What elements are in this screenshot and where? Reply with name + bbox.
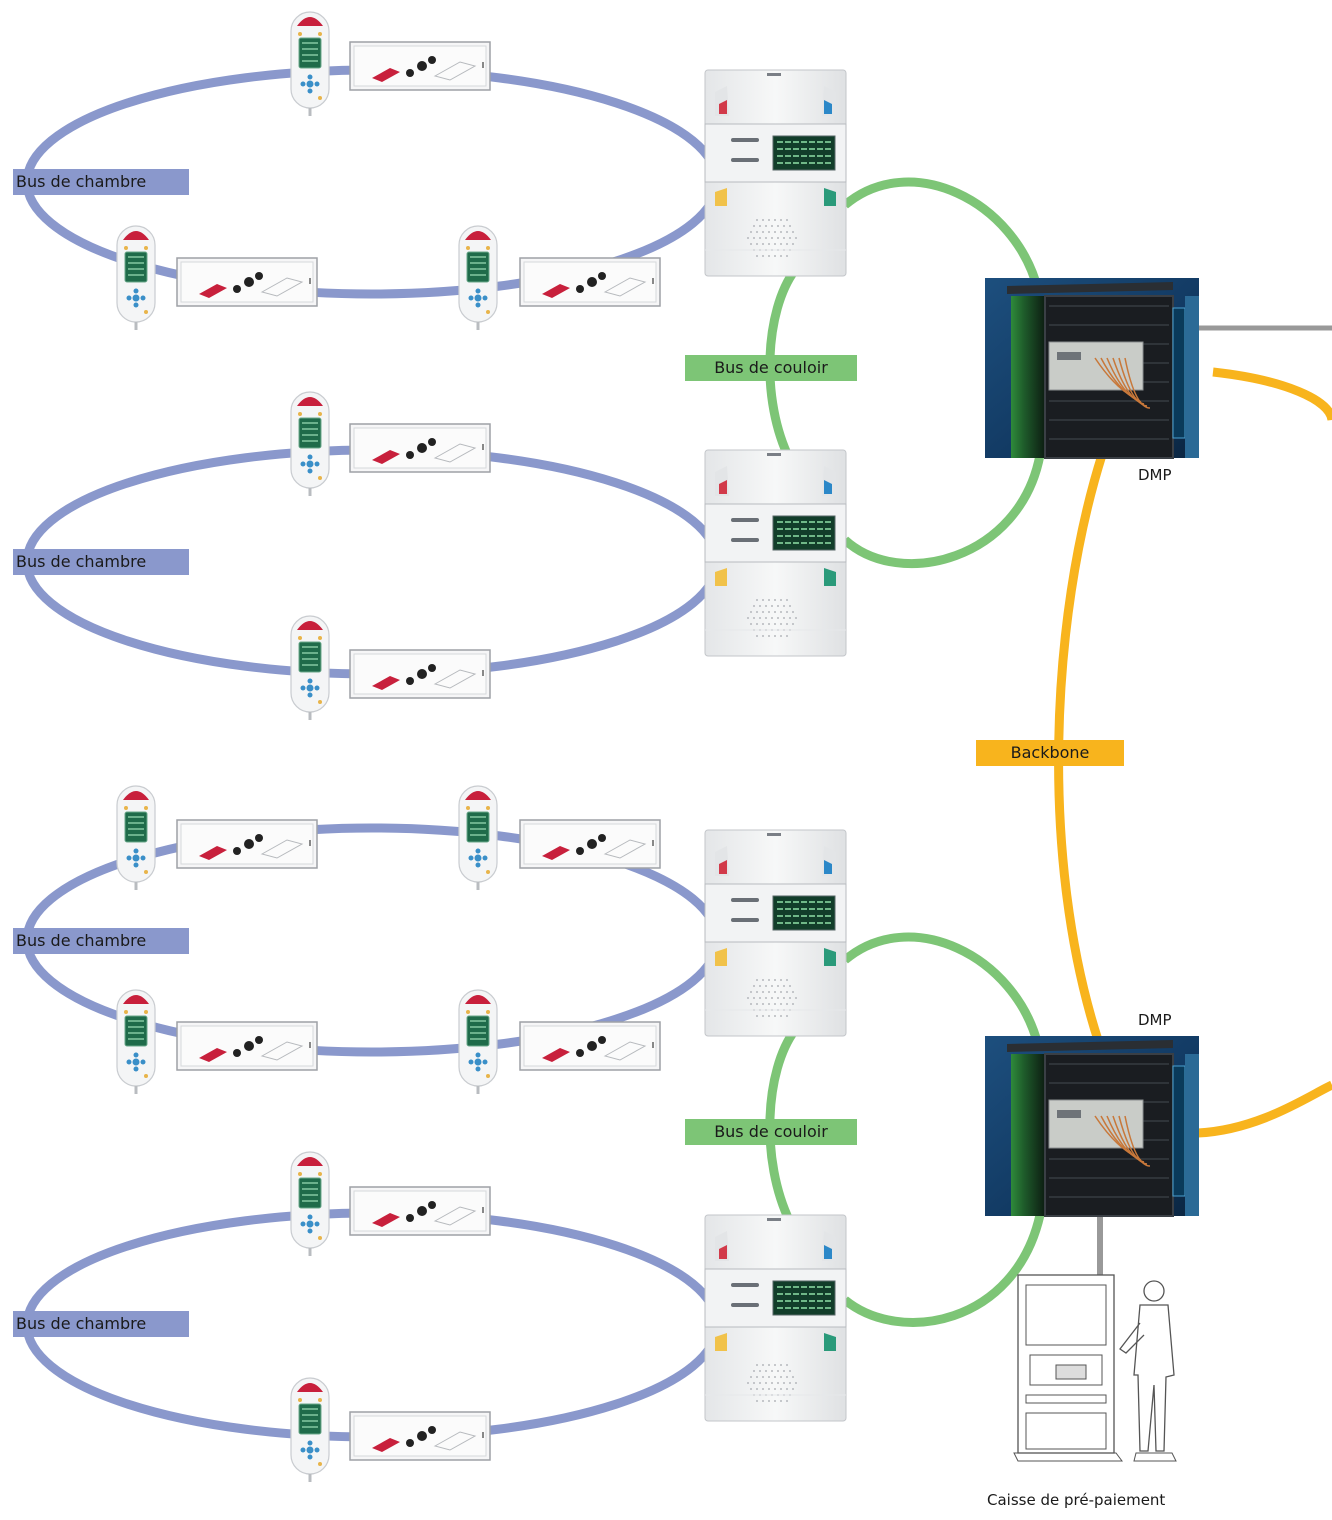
bedside-handset-icon	[290, 615, 330, 720]
backbone-label: Backbone	[976, 740, 1124, 766]
backbone-line	[1197, 1080, 1332, 1138]
wall-terminal-icon	[176, 257, 318, 307]
bedside-handset-icon	[458, 989, 498, 1094]
dmp-caption: DMP	[1138, 466, 1172, 484]
corridor-bus-label: Bus de couloir	[685, 355, 857, 381]
wall-terminal-icon	[519, 257, 661, 307]
wall-terminal-icon	[176, 819, 318, 869]
room-controller-icon	[704, 829, 847, 1037]
wall-terminal-icon	[519, 1021, 661, 1071]
room-bus-label: Bus de chambre	[13, 549, 189, 575]
backbone-line	[1212, 367, 1332, 422]
room-bus-label: Bus de chambre	[13, 928, 189, 954]
bedside-handset-icon	[290, 11, 330, 116]
kiosk-caption: Caisse de pré-paiement	[987, 1491, 1166, 1509]
devices-layer	[116, 11, 1199, 1482]
corridor-bus-line	[842, 932, 1043, 1047]
wall-terminal-icon	[349, 41, 491, 91]
wall-terminal-icon	[349, 423, 491, 473]
corridor-bus-label: Bus de couloir	[685, 1119, 857, 1145]
room-bus-label: Bus de chambre	[13, 169, 189, 195]
bedside-handset-icon	[290, 1377, 330, 1482]
bedside-handset-icon	[116, 225, 156, 330]
bedside-handset-icon	[290, 391, 330, 496]
bedside-handset-icon	[116, 989, 156, 1094]
corridor-bus-line	[765, 1027, 799, 1224]
bedside-handset-icon	[458, 225, 498, 330]
corridor-bus-line	[841, 454, 1045, 569]
room-bus-label: Bus de chambre	[13, 1311, 189, 1337]
bedside-handset-icon	[290, 1151, 330, 1256]
bedside-handset-icon	[116, 785, 156, 890]
corridor-bus-line	[842, 1213, 1045, 1327]
dmp-server-rack-icon	[985, 278, 1199, 459]
dmp-server-rack-icon	[985, 1036, 1199, 1217]
room-controller-icon	[704, 449, 847, 657]
room-controller-icon	[704, 69, 847, 277]
bedside-handset-icon	[458, 785, 498, 890]
dmp-caption: DMP	[1138, 1011, 1172, 1029]
wall-terminal-icon	[349, 1411, 491, 1461]
wall-terminal-icon	[349, 649, 491, 699]
room-controller-icon	[704, 1214, 847, 1422]
wall-terminal-icon	[176, 1021, 318, 1071]
wall-terminal-icon	[519, 819, 661, 869]
prepayment-kiosk-icon	[1013, 1274, 1177, 1462]
wall-terminal-icon	[349, 1186, 491, 1236]
corridor-bus-line	[842, 177, 1043, 292]
